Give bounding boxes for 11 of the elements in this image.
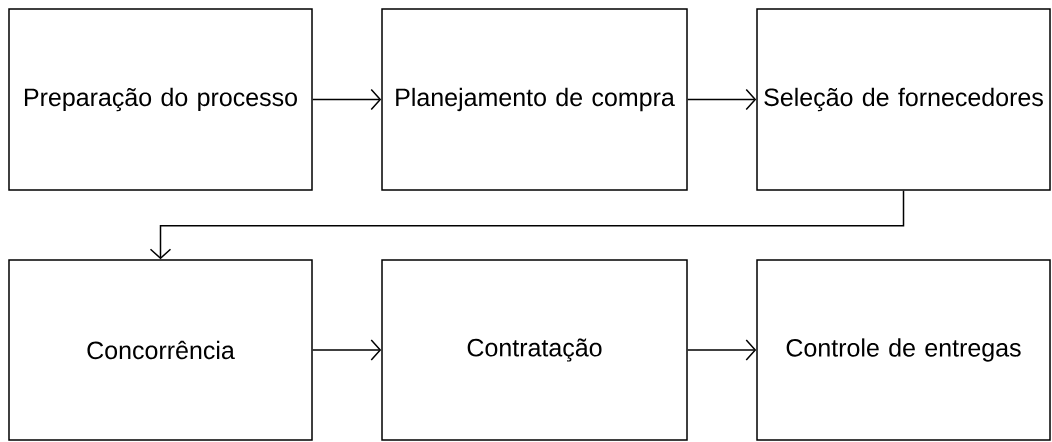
arrow [687, 339, 757, 361]
arrow [149, 190, 905, 260]
arrow [687, 88, 757, 111]
process-box: Preparação do processo [8, 8, 313, 191]
process-box: Seleção de fornecedores [756, 8, 1051, 191]
arrow [312, 88, 382, 111]
process-box: Contratação [381, 259, 688, 441]
process-box: Planejamento de compra [381, 8, 688, 191]
process-box: Controle de entregas [756, 259, 1051, 441]
arrow [312, 339, 382, 361]
process-box: Concorrência [8, 259, 313, 441]
